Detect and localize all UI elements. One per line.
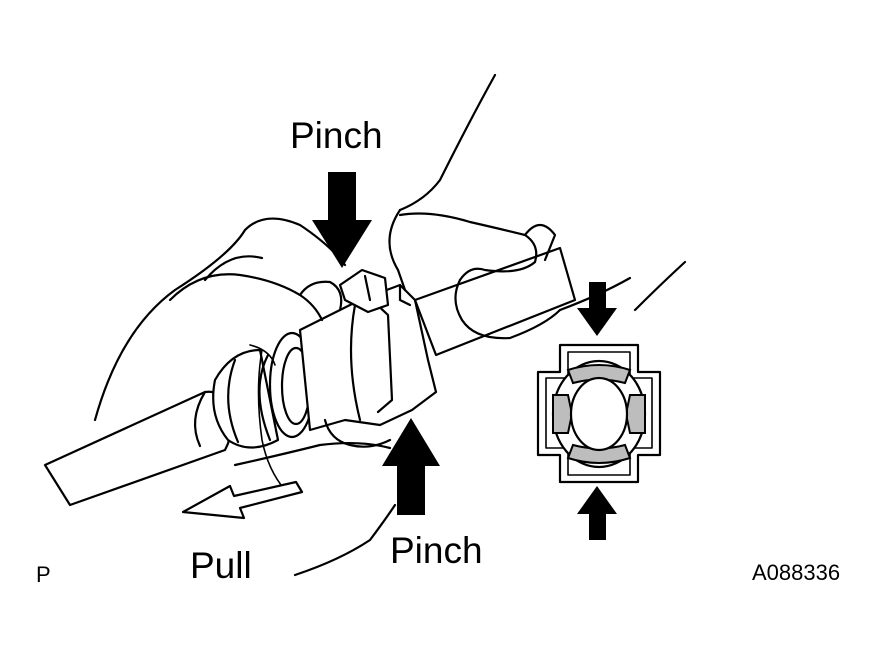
pinch-arrow-top [312, 172, 372, 268]
bottom-hand [293, 418, 397, 577]
corner-code-label: P [36, 562, 51, 587]
right-hand [388, 73, 687, 340]
detail-arrow-top [577, 282, 617, 336]
quick-connector [212, 246, 577, 449]
fuel-hose [43, 390, 233, 507]
pull-label: Pull [190, 545, 252, 586]
pinch-label-bottom: Pinch [390, 530, 483, 571]
pinch-label-top: Pinch [290, 115, 383, 156]
left-hand [93, 217, 392, 491]
figure-id-label: A088336 [752, 560, 840, 585]
pull-arrow [181, 480, 304, 520]
connector-cross-section [536, 343, 662, 484]
pinch-arrow-bottom [382, 418, 440, 515]
detail-arrow-bottom [577, 486, 617, 540]
